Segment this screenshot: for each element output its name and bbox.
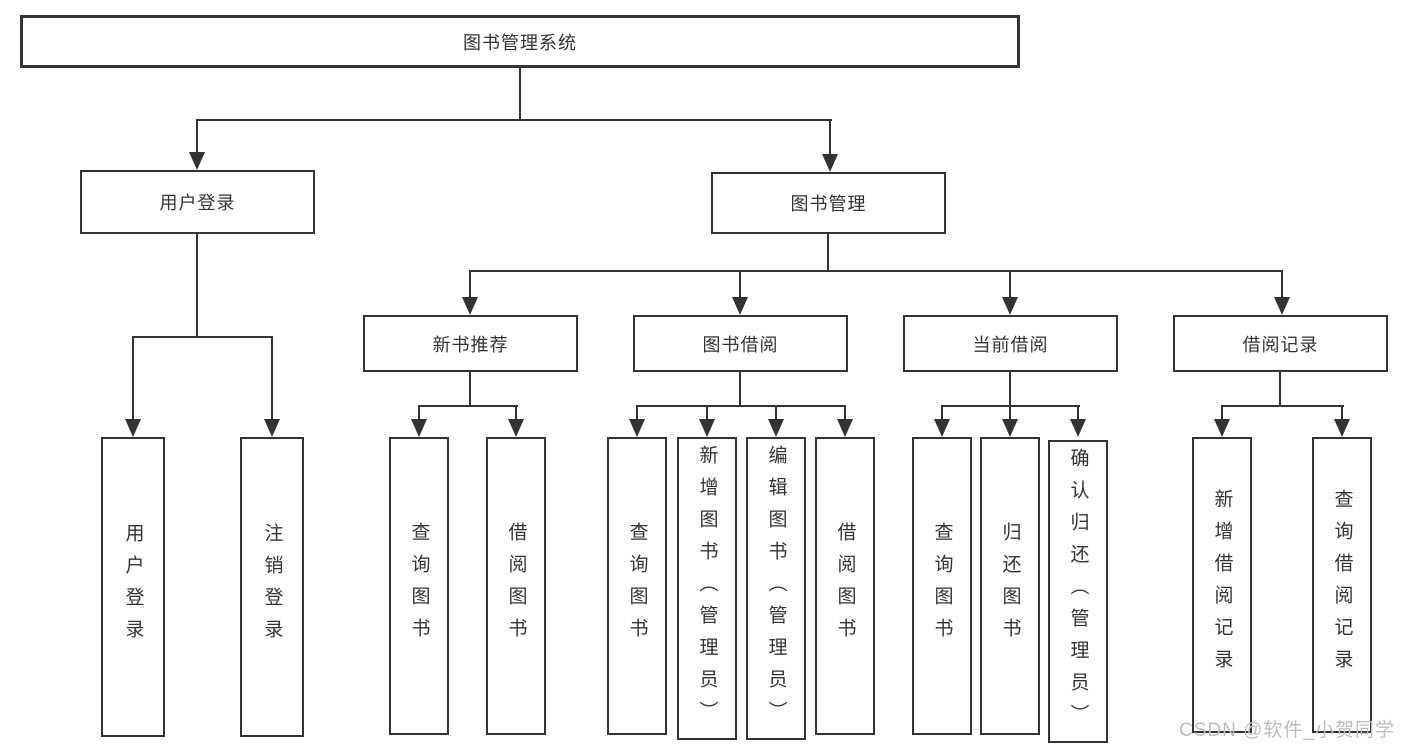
leaf-user-login: 用户登录: [101, 437, 165, 737]
node-user-login-label: 用户登录: [159, 193, 236, 213]
arrow-down-icon: [699, 419, 715, 437]
csdn-watermark: CSDN @软件_小贺同学: [1179, 720, 1395, 741]
leaf-query-books-current: 查询图书: [912, 437, 972, 735]
leaf-label: 查询图书: [931, 522, 953, 650]
node-current-borrowing: 当前借阅: [903, 315, 1118, 372]
leaf-query-books-borrowing: 查询图书: [607, 437, 667, 735]
connector-group2-stem: [739, 372, 741, 407]
node-root: 图书管理系统: [20, 15, 1020, 68]
connector-group4-bar: [1221, 405, 1344, 407]
connector-level3-bar: [469, 270, 1283, 272]
arrow-down-icon: [768, 419, 784, 437]
leaf-edit-book-admin: 编辑图书（管理员）: [746, 437, 806, 740]
node-book-mgmt-label: 图书管理: [790, 194, 867, 214]
leaf-label: 新增借阅记录: [1211, 489, 1233, 681]
connector-drop-borrow-records: [1281, 270, 1283, 300]
connector-drop: [1341, 405, 1343, 421]
arrow-down-icon: [411, 419, 427, 437]
leaf-borrow-books-recommend: 借阅图书: [486, 437, 546, 735]
node-current-borrowing-label: 当前借阅: [972, 334, 1049, 355]
connector-level2-bar: [196, 119, 832, 121]
connector-group1-stem: [469, 372, 471, 407]
leaf-query-borrow-record: 查询借阅记录: [1312, 437, 1372, 733]
leaf-label: 借阅图书: [834, 522, 856, 650]
leaf-label: 查询图书: [408, 522, 430, 650]
connector-drop-user-login: [196, 119, 198, 155]
leaf-return-books: 归还图书: [980, 437, 1040, 735]
arrow-down-icon: [1070, 419, 1086, 437]
connector-drop-leaf-logout: [271, 336, 273, 422]
connector-drop-book-borrow: [739, 270, 741, 300]
arrow-down-icon: [1334, 419, 1350, 437]
connector-drop-current-borrow: [1009, 270, 1011, 300]
leaf-label: 编辑图书（管理员）: [765, 444, 787, 733]
connector-user-login-bar: [132, 336, 273, 338]
node-book-borrowing: 图书借阅: [633, 315, 848, 372]
node-borrowing-records-label: 借阅记录: [1242, 334, 1319, 355]
leaf-label: 查询图书: [626, 522, 648, 650]
connector-drop: [706, 405, 708, 421]
connector-drop: [418, 405, 420, 421]
leaf-logout: 注销登录: [240, 437, 304, 737]
connector-group4-stem: [1279, 372, 1281, 407]
arrow-down-icon: [264, 419, 280, 437]
arrow-down-icon: [189, 152, 205, 170]
arrow-down-icon: [1214, 419, 1230, 437]
connector-drop: [775, 405, 777, 421]
connector-drop-leaf-user-login: [132, 336, 134, 422]
node-borrowing-records: 借阅记录: [1173, 315, 1388, 372]
leaf-borrow-books-borrowing: 借阅图书: [815, 437, 875, 735]
node-root-label: 图书管理系统: [463, 32, 577, 53]
arrow-down-icon: [629, 419, 645, 437]
leaf-label: 新增图书（管理员）: [696, 444, 718, 733]
node-new-book-recommend-label: 新书推荐: [432, 334, 509, 355]
leaf-query-books-recommend: 查询图书: [389, 437, 449, 735]
connector-group2-bar: [636, 405, 846, 407]
connector-drop: [1221, 405, 1223, 421]
connector-drop: [636, 405, 638, 421]
connector-group1-bar: [418, 405, 518, 407]
connector-user-login-stem: [196, 234, 198, 338]
connector-drop-book-mgmt: [829, 119, 831, 157]
arrow-down-icon: [462, 297, 478, 315]
node-book-mgmt: 图书管理: [711, 172, 946, 234]
leaf-confirm-return-admin: 确认归还（管理员）: [1048, 440, 1108, 743]
connector-drop-new-book: [469, 270, 471, 300]
arrow-down-icon: [1002, 297, 1018, 315]
leaf-label: 确认归还（管理员）: [1067, 447, 1089, 736]
leaf-user-login-label: 用户登录: [122, 523, 144, 651]
leaf-label: 借阅图书: [505, 522, 527, 650]
arrow-down-icon: [732, 297, 748, 315]
node-book-borrowing-label: 图书借阅: [702, 334, 779, 355]
connector-drop: [1077, 405, 1079, 421]
arrow-down-icon: [837, 419, 853, 437]
arrow-down-icon: [822, 154, 838, 172]
connector-drop: [515, 405, 517, 421]
arrow-down-icon: [1002, 419, 1018, 437]
leaf-label: 归还图书: [999, 522, 1021, 650]
arrow-down-icon: [934, 419, 950, 437]
connector-drop: [844, 405, 846, 421]
connector-group3-stem: [1009, 372, 1011, 407]
node-new-book-recommend: 新书推荐: [363, 315, 578, 372]
leaf-label: 查询借阅记录: [1331, 489, 1353, 681]
connector-drop: [941, 405, 943, 421]
connector-root-stem: [519, 68, 521, 121]
leaf-add-borrow-record: 新增借阅记录: [1192, 437, 1252, 733]
leaf-logout-label: 注销登录: [261, 523, 283, 651]
arrow-down-icon: [1274, 297, 1290, 315]
leaf-add-book-admin: 新增图书（管理员）: [677, 437, 737, 740]
arrow-down-icon: [508, 419, 524, 437]
node-user-login: 用户登录: [80, 170, 315, 234]
connector-book-mgmt-stem: [827, 234, 829, 272]
connector-drop: [1009, 405, 1011, 421]
arrow-down-icon: [125, 419, 141, 437]
